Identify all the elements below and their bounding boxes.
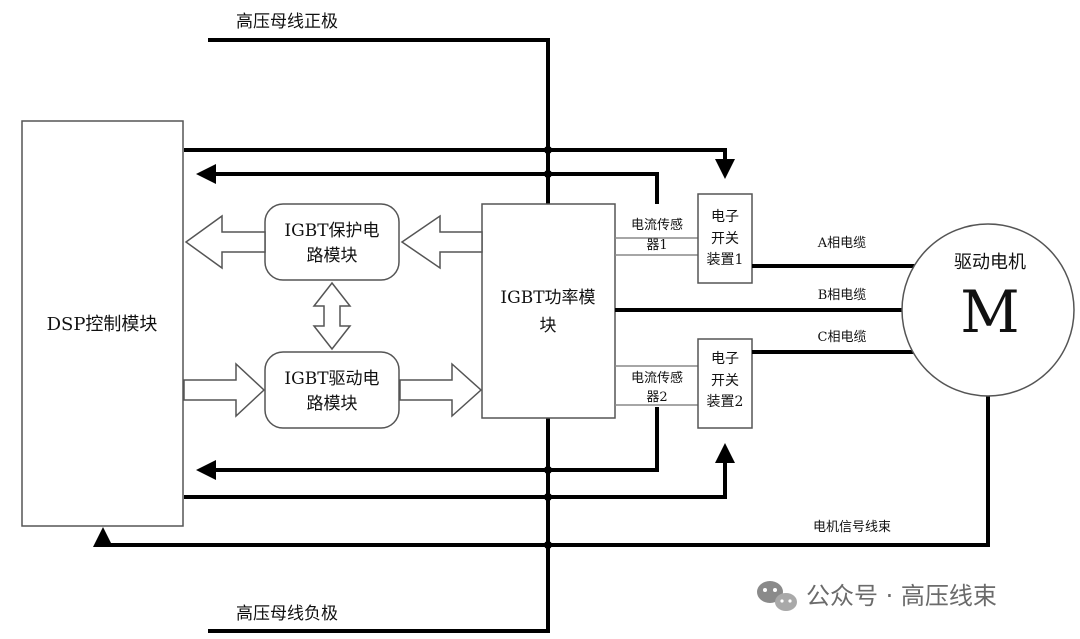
hv-positive-bus-line bbox=[208, 38, 550, 204]
igbt-drive-label-1: IGBT驱动电 bbox=[284, 369, 379, 389]
dsp-control-module bbox=[21, 120, 184, 527]
switch1-label-3: 装置1 bbox=[707, 252, 744, 268]
hv-negative-bus-line bbox=[208, 418, 550, 633]
signal-sensor2-to-dsp bbox=[196, 407, 659, 480]
igbt-drive-label-2: 路模块 bbox=[307, 394, 358, 414]
junction-dot bbox=[544, 170, 552, 178]
hv-negative-label: 高压母线负极 bbox=[236, 604, 338, 624]
hollow-arrow-power-to-protect bbox=[400, 214, 483, 270]
motor-title: 驱动电机 bbox=[954, 252, 1026, 273]
igbt-protection-module bbox=[264, 203, 400, 281]
electronic-switch-2 bbox=[697, 338, 753, 429]
hollow-double-arrow-protect-drive bbox=[312, 281, 352, 351]
switch1-label-2: 开关 bbox=[711, 231, 739, 247]
junction-dot bbox=[544, 466, 552, 474]
drive-motor bbox=[901, 223, 1075, 397]
sensor2-label-2: 器2 bbox=[646, 390, 667, 405]
igbt-power-module bbox=[481, 203, 616, 419]
phase-c-label: C相电缆 bbox=[818, 329, 867, 345]
switch2-label-2: 开关 bbox=[711, 373, 739, 389]
junction-dot bbox=[544, 541, 552, 549]
electronic-switch-1 bbox=[697, 193, 753, 284]
phase-a-label: A相电缆 bbox=[817, 235, 866, 251]
sensor1-label-2: 器1 bbox=[646, 238, 667, 253]
switch1-label-1: 电子 bbox=[711, 209, 739, 225]
sensor1-label-1: 电流传感 bbox=[631, 217, 683, 233]
junction-dot bbox=[544, 493, 552, 501]
hv-positive-label: 高压母线正极 bbox=[236, 12, 338, 32]
hollow-arrow-protect-to-dsp bbox=[184, 214, 266, 270]
phase-cables bbox=[615, 264, 916, 354]
igbt-drive-module bbox=[264, 351, 400, 429]
igbt-power-label-1: IGBT功率模 bbox=[500, 288, 595, 308]
hollow-arrow-drive-to-power bbox=[399, 362, 483, 418]
motor-signal-label: 电机信号线束 bbox=[813, 520, 891, 535]
thin-connectors bbox=[615, 237, 698, 406]
signal-dsp-to-switch1 bbox=[184, 148, 735, 179]
junction-dot bbox=[544, 146, 552, 154]
sensor2-label-1: 电流传感 bbox=[631, 370, 683, 386]
watermark-text: 公众号 · 高压线束 bbox=[806, 582, 997, 610]
igbt-protect-label-2: 路模块 bbox=[307, 246, 358, 266]
igbt-protect-label-1: IGBT保护电 bbox=[284, 221, 379, 241]
motor-symbol: M bbox=[960, 278, 1019, 346]
switch2-label-3: 装置2 bbox=[707, 394, 744, 410]
junction-dots bbox=[544, 146, 552, 549]
wechat-watermark: 公众号 · 高压线束 bbox=[757, 581, 997, 611]
wechat-icon bbox=[757, 581, 797, 611]
hollow-arrow-dsp-to-drive bbox=[183, 362, 266, 418]
dsp-label: DSP控制模块 bbox=[47, 314, 158, 335]
signal-sensor1-to-dsp bbox=[196, 164, 659, 204]
signal-dsp-to-switch2 bbox=[184, 443, 735, 499]
switch2-label-1: 电子 bbox=[711, 351, 739, 367]
phase-b-label: B相电缆 bbox=[818, 287, 867, 303]
igbt-power-label-2: 块 bbox=[540, 316, 557, 336]
